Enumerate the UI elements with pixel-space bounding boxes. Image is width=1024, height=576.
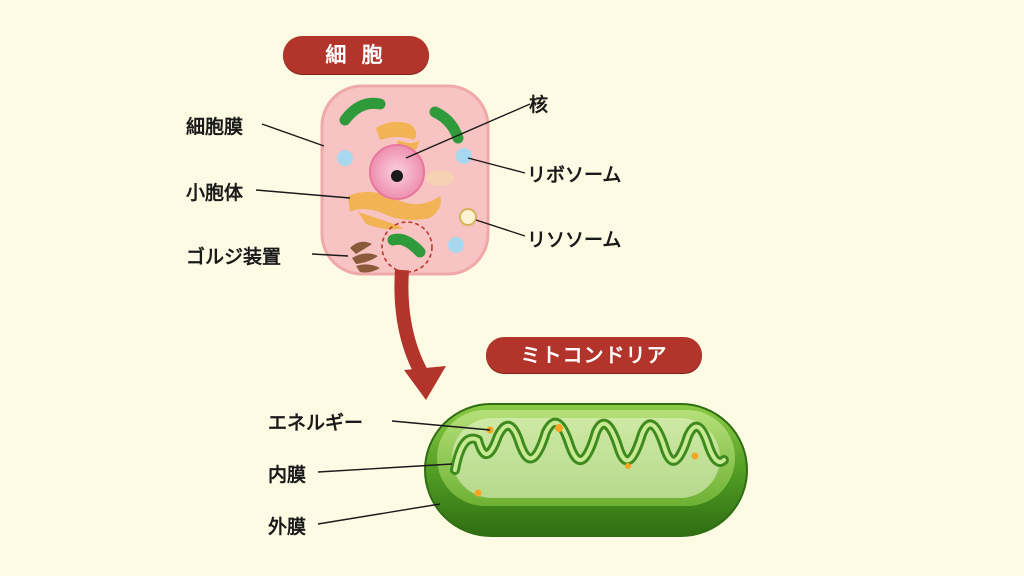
mitochondria-title: ミトコンドリア: [486, 337, 702, 373]
label-vesicle: 小胞体: [186, 182, 244, 204]
mitochondrion: [424, 403, 748, 537]
label-lysosome: リソソーム: [527, 229, 622, 251]
cell-golgi: [350, 241, 380, 273]
cell-nucleolus: [391, 170, 403, 182]
label-ribosome: リボソーム: [527, 164, 622, 186]
cell-ribosome-1: [337, 150, 353, 166]
cell-mitochondrion-3: [387, 233, 426, 258]
cell-ribosome-3: [448, 237, 464, 253]
zoom-arrow: [394, 269, 446, 400]
label-energy: エネルギー: [268, 412, 364, 434]
cell-lysosome: [459, 208, 477, 226]
label-nucleus: 核: [529, 94, 549, 116]
cell-er-orange: [348, 121, 441, 230]
cell-title: 細 胞: [283, 36, 429, 74]
cell-highlight-circle: [381, 221, 433, 273]
cell-leader-lines: [255, 103, 531, 257]
cell-vesicle-light: [426, 170, 454, 186]
mito-leader-lines: [317, 420, 491, 525]
label-golgi: ゴルジ装置: [186, 246, 282, 268]
label-outer-membrane: 外膜: [268, 516, 307, 538]
cell-ribosome-2: [456, 148, 472, 164]
cell-mitochondrion-1: [339, 97, 386, 126]
label-cell-membrane: 細胞膜: [186, 116, 244, 138]
label-inner-membrane: 内膜: [268, 464, 307, 486]
